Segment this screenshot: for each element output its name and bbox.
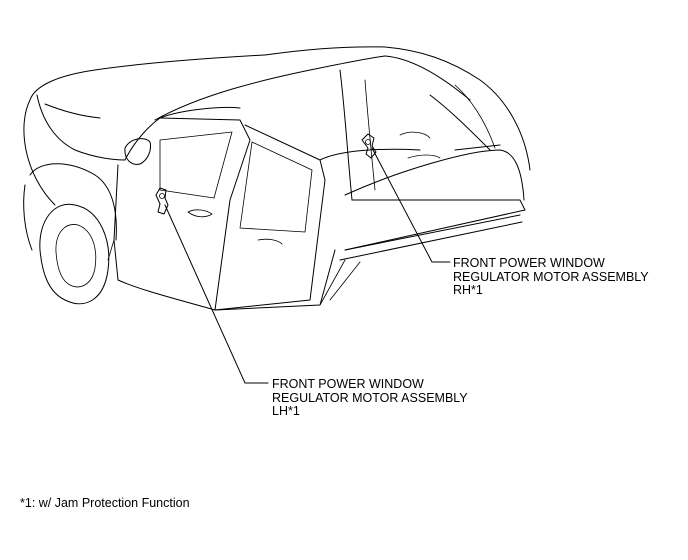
rh-callout-line3: RH*1 (453, 283, 483, 297)
lh-callout-line2: REGULATOR MOTOR ASSEMBLY (272, 390, 468, 405)
footnote: *1: w/ Jam Protection Function (20, 496, 190, 510)
rh-callout-line1: FRONT POWER WINDOW (453, 256, 605, 270)
rh-motor-icon (361, 133, 377, 159)
rh-callout-label: FRONT POWER WINDOW REGULATOR MOTOR ASSEM… (453, 256, 649, 298)
truck-body-outline (23, 46, 531, 311)
lh-callout-line3: LH*1 (272, 404, 300, 418)
lh-callout-label: FRONT POWER WINDOW REGULATOR MOTOR ASSEM… (272, 377, 468, 419)
lh-leader-line (164, 204, 269, 384)
lh-motor-icon (155, 187, 169, 215)
lh-callout-line1: FRONT POWER WINDOW (272, 377, 424, 391)
rh-leader-line (371, 147, 451, 263)
rh-callout-line2: REGULATOR MOTOR ASSEMBLY (453, 269, 649, 284)
